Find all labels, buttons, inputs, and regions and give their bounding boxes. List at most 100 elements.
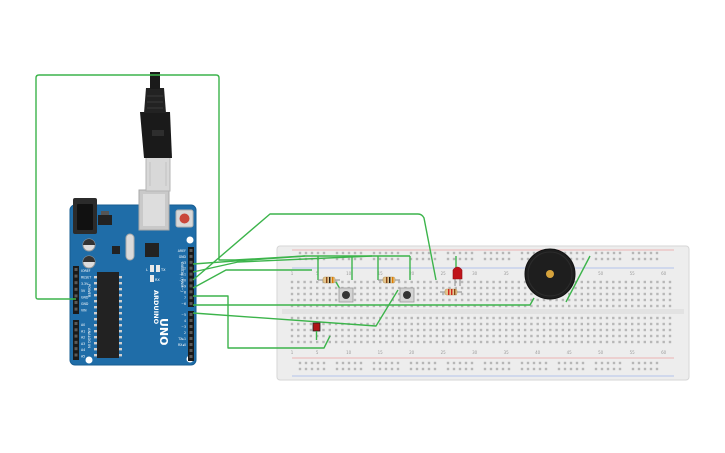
breadboard-hole[interactable] xyxy=(599,316,602,320)
rail-hole[interactable] xyxy=(347,251,351,255)
breadboard-hole[interactable] xyxy=(523,316,527,320)
breadboard-hole[interactable] xyxy=(530,340,533,344)
breadboard-hole[interactable] xyxy=(360,298,363,302)
pushbutton-1[interactable] xyxy=(338,287,354,303)
breadboard-hole[interactable] xyxy=(637,298,640,302)
breadboard-hole[interactable] xyxy=(347,340,350,344)
rail-hole[interactable] xyxy=(415,367,419,371)
breadboard-hole[interactable] xyxy=(341,340,344,344)
header-pin[interactable] xyxy=(189,313,193,316)
rail-hole[interactable] xyxy=(372,367,376,371)
rail-hole[interactable] xyxy=(649,257,653,261)
breadboard-hole[interactable] xyxy=(416,340,420,344)
usb-cable[interactable] xyxy=(140,72,172,192)
rail-hole[interactable] xyxy=(322,361,326,365)
breadboard-hole[interactable] xyxy=(555,340,558,344)
rail-hole[interactable] xyxy=(427,361,431,365)
wires[interactable] xyxy=(35,74,591,349)
resistor-3[interactable] xyxy=(440,288,462,296)
breadboard-hole[interactable] xyxy=(498,322,502,326)
breadboard-hole[interactable] xyxy=(397,322,401,326)
rail-hole[interactable] xyxy=(396,251,400,255)
breadboard-hole[interactable] xyxy=(391,316,394,320)
breadboard-hole[interactable] xyxy=(366,334,369,338)
rail-hole[interactable] xyxy=(655,361,659,365)
breadboard-hole[interactable] xyxy=(523,298,527,302)
breadboard-hole[interactable] xyxy=(448,280,451,284)
breadboard-hole[interactable] xyxy=(379,280,382,284)
breadboard-hole[interactable] xyxy=(523,334,527,338)
breadboard-hole[interactable] xyxy=(316,298,319,302)
rail-hole[interactable] xyxy=(606,251,610,255)
breadboard-hole[interactable] xyxy=(649,340,653,344)
breadboard-hole[interactable] xyxy=(460,322,464,326)
rail-hole[interactable] xyxy=(594,361,598,365)
breadboard-hole[interactable] xyxy=(303,322,306,326)
rail-hole[interactable] xyxy=(569,367,573,371)
breadboard-hole[interactable] xyxy=(404,304,407,308)
breadboard-hole[interactable] xyxy=(309,328,313,332)
rail-hole[interactable] xyxy=(446,251,450,255)
breadboard-hole[interactable] xyxy=(599,286,602,290)
breadboard-hole[interactable] xyxy=(290,298,294,302)
breadboard-hole[interactable] xyxy=(599,340,602,344)
breadboard-hole[interactable] xyxy=(498,292,502,296)
breadboard-hole[interactable] xyxy=(643,286,646,290)
breadboard-hole[interactable] xyxy=(416,298,420,302)
breadboard-hole[interactable] xyxy=(473,292,476,296)
breadboard-hole[interactable] xyxy=(442,340,445,344)
breadboard-hole[interactable] xyxy=(297,316,300,320)
rail-hole[interactable] xyxy=(557,361,561,365)
breadboard-hole[interactable] xyxy=(297,292,300,296)
breadboard-hole[interactable] xyxy=(643,280,646,284)
rail-hole[interactable] xyxy=(396,367,400,371)
rail-hole[interactable] xyxy=(341,257,345,261)
breadboard-hole[interactable] xyxy=(523,328,527,332)
breadboard-hole[interactable] xyxy=(404,322,407,326)
breadboard-hole[interactable] xyxy=(511,316,514,320)
rail-hole[interactable] xyxy=(655,367,659,371)
rail-hole[interactable] xyxy=(421,257,425,261)
header-pin[interactable] xyxy=(189,337,193,340)
rail-hole[interactable] xyxy=(631,251,635,255)
rail-hole[interactable] xyxy=(464,367,468,371)
rail-hole[interactable] xyxy=(470,251,474,255)
rail-hole[interactable] xyxy=(612,361,616,365)
breadboard-hole[interactable] xyxy=(486,316,489,320)
rail-hole[interactable] xyxy=(390,361,394,365)
breadboard-hole[interactable] xyxy=(618,328,621,332)
breadboard-hole[interactable] xyxy=(505,334,508,338)
breadboard-hole[interactable] xyxy=(379,334,382,338)
breadboard-hole[interactable] xyxy=(479,286,483,290)
breadboard-hole[interactable] xyxy=(379,328,382,332)
rail-hole[interactable] xyxy=(384,251,388,255)
breadboard-hole[interactable] xyxy=(549,316,552,320)
breadboard-hole[interactable] xyxy=(637,316,640,320)
breadboard-hole[interactable] xyxy=(353,298,357,302)
rail-hole[interactable] xyxy=(489,257,493,261)
breadboard-hole[interactable] xyxy=(530,328,533,332)
breadboard-hole[interactable] xyxy=(448,298,451,302)
breadboard-hole[interactable] xyxy=(618,292,621,296)
breadboard-hole[interactable] xyxy=(334,292,338,296)
rail-hole[interactable] xyxy=(618,361,622,365)
breadboard-hole[interactable] xyxy=(643,298,646,302)
breadboard-hole[interactable] xyxy=(448,322,451,326)
rail-hole[interactable] xyxy=(409,367,413,371)
pushbutton-2[interactable] xyxy=(399,287,415,303)
header-pin[interactable] xyxy=(189,284,193,288)
rail-hole[interactable] xyxy=(433,251,437,255)
breadboard-hole[interactable] xyxy=(454,286,457,290)
breadboard-hole[interactable] xyxy=(353,280,357,284)
rail-hole[interactable] xyxy=(347,257,351,261)
breadboard-hole[interactable] xyxy=(561,322,565,326)
breadboard-hole[interactable] xyxy=(372,298,376,302)
rail-hole[interactable] xyxy=(341,251,345,255)
breadboard-hole[interactable] xyxy=(460,340,464,344)
breadboard-hole[interactable] xyxy=(662,304,665,308)
breadboard-hole[interactable] xyxy=(397,328,401,332)
breadboard-hole[interactable] xyxy=(523,280,527,284)
breadboard-hole[interactable] xyxy=(580,304,583,308)
rail-hole[interactable] xyxy=(649,361,653,365)
breadboard-hole[interactable] xyxy=(612,298,615,302)
